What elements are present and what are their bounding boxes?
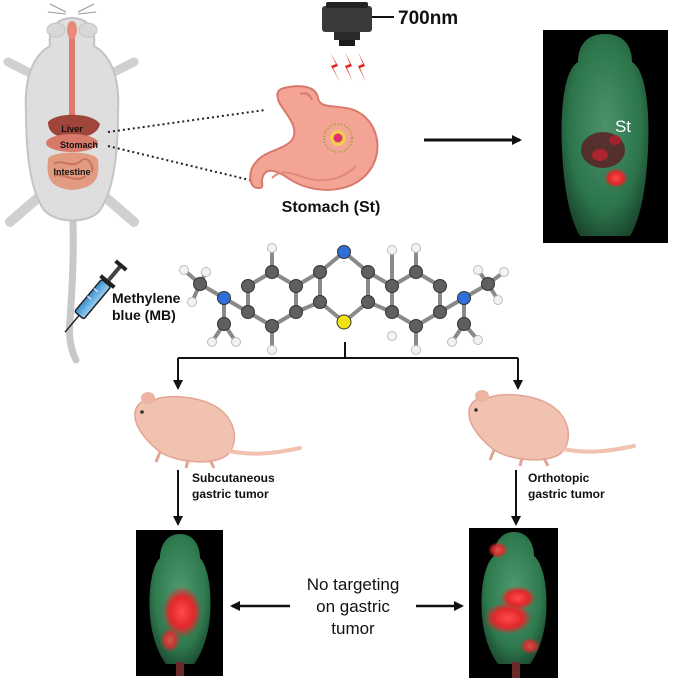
carbon-atom <box>361 265 375 279</box>
oral-cavity <box>67 21 77 39</box>
carbon-atom <box>289 305 303 319</box>
orthotopic-model-label: Orthotopic gastric tumor <box>528 470 605 502</box>
carbon-atom <box>361 295 375 309</box>
result-line1: No targeting <box>306 575 400 594</box>
mouse-ear-left <box>46 22 66 38</box>
carbon-atom <box>385 279 399 293</box>
orthotopic-line2: gastric tumor <box>528 487 605 501</box>
carbon-atom <box>193 277 207 291</box>
mouse-tail <box>66 216 80 364</box>
carbon-atom <box>481 277 495 291</box>
hydrogen-atom <box>387 331 397 341</box>
anatomy-mouse-illustration <box>3 3 139 364</box>
liver-organ <box>48 114 100 138</box>
stomach-organ <box>46 134 98 152</box>
stomach-illustration <box>249 85 379 191</box>
hydrogen-atom <box>473 265 483 275</box>
hydrogen-atom <box>201 267 211 277</box>
hydrogen-atom <box>187 297 197 307</box>
intestine-coils <box>53 158 94 180</box>
mouse-hind-legs <box>5 191 139 227</box>
carbon-atom <box>433 279 447 293</box>
carbon-atom <box>241 305 255 319</box>
image-stomach-label: St <box>615 117 631 136</box>
subcutaneous-model-label: Subcutaneous gastric tumor <box>192 470 275 502</box>
no-targeting-result: No targeting on gastric tumor <box>280 574 426 640</box>
laser-wavelength-label: 700nm <box>398 8 458 29</box>
hydrogen-atom <box>267 243 277 253</box>
hydrogen-atom <box>267 345 277 355</box>
carbon-atom <box>313 265 327 279</box>
methylene-blue-label: Methylene blue (MB) <box>112 290 180 324</box>
subcutaneous-line1: Subcutaneous <box>192 471 275 485</box>
hydrogen-atom <box>207 337 217 347</box>
orthotopic-nude-mouse-illustration <box>468 390 636 467</box>
sulfur-atom <box>336 314 352 330</box>
mouse-ear-right <box>78 22 98 38</box>
zoom-line-lower <box>107 145 259 183</box>
carbon-atom <box>217 317 231 331</box>
stomach-caption: Stomach (St) <box>282 199 381 216</box>
syringe-icon <box>64 259 128 333</box>
hydrogen-atom <box>473 335 483 345</box>
hydrogen-atom <box>387 245 397 255</box>
zoom-line-upper <box>107 109 266 133</box>
carbon-atom <box>433 305 447 319</box>
carbon-atom <box>241 279 255 293</box>
result-line3: tumor <box>331 619 375 638</box>
hydrogen-atom <box>411 243 421 253</box>
hydrogen-atom <box>231 337 241 347</box>
carbon-atom <box>457 317 471 331</box>
subcutaneous-line2: gastric tumor <box>192 487 269 501</box>
hydrogen-atom <box>411 345 421 355</box>
carbon-atom <box>265 319 279 333</box>
methylene-blue-line2: blue (MB) <box>112 307 176 323</box>
carbon-atom <box>385 305 399 319</box>
carbon-atom <box>409 265 423 279</box>
nitrogen-atom <box>457 291 471 305</box>
liver-label: Liver <box>61 124 83 134</box>
hydrogen-atom <box>493 295 503 305</box>
stomach-fluorescence-image <box>543 30 668 243</box>
carbon-atom <box>289 279 303 293</box>
nitrogen-atom <box>337 245 351 259</box>
methylene-blue-molecule <box>179 243 509 355</box>
carbon-atom <box>409 319 423 333</box>
carbon-atom <box>265 265 279 279</box>
camera-icon <box>322 2 394 46</box>
subcutaneous-fluorescence-image <box>136 530 223 676</box>
hydrogen-atom <box>179 265 189 275</box>
orthotopic-line1: Orthotopic <box>528 471 590 485</box>
hydrogen-atom <box>499 267 509 277</box>
hydrogen-atom <box>447 337 457 347</box>
stomach-organ-label: Stomach <box>60 140 98 150</box>
subcutaneous-nude-mouse-illustration <box>134 392 302 469</box>
result-line2: on gastric <box>316 597 390 616</box>
nitrogen-atom <box>217 291 231 305</box>
carbon-atom <box>313 295 327 309</box>
stomach-tumor-marker <box>323 123 353 153</box>
intestine-label: Intestine <box>53 167 90 177</box>
laser-beam-icon <box>330 52 366 82</box>
orthotopic-fluorescence-image <box>469 528 558 678</box>
methylene-blue-line1: Methylene <box>112 290 181 306</box>
mouse-whiskers <box>47 3 97 15</box>
